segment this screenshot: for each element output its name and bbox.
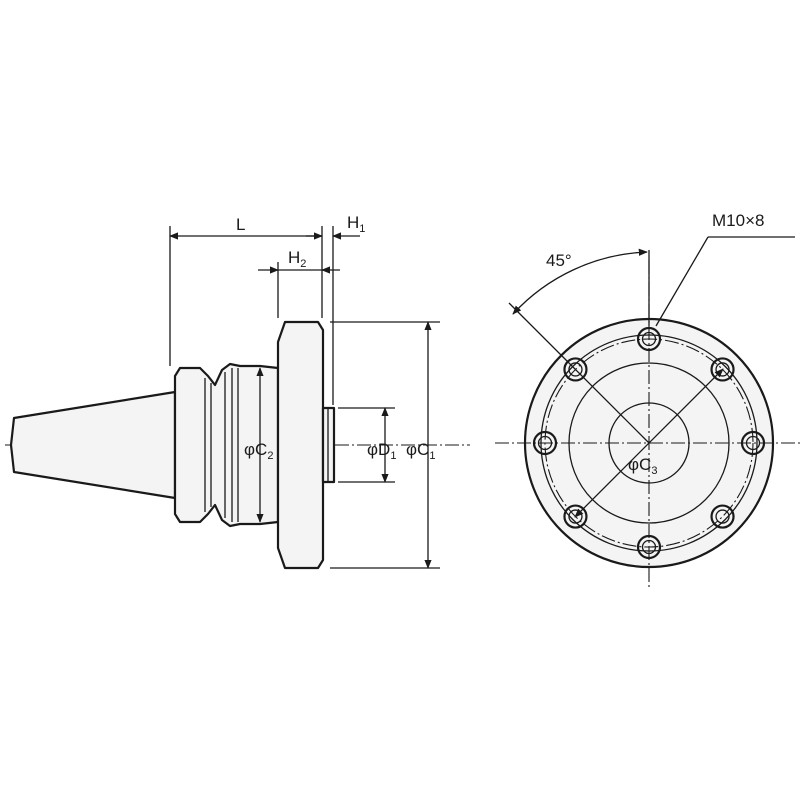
front-view: 45° M10×8 φC3 [495,211,800,590]
angle-ext-line-45 [508,302,650,444]
label-D1: φD1 [367,440,396,462]
bolt-hole [636,326,662,352]
label-C1: φC1 [406,440,435,462]
bolt-hole-inner [641,539,657,555]
label-angle: 45° [546,251,572,270]
taper-shank [9,390,177,500]
bolt-hole [532,430,558,456]
side-view: L H1 H2 φC2 φD1 φC1 [5,213,470,570]
bolt-hole [636,534,662,560]
thread-leader [655,236,709,327]
label-L: L [236,215,245,234]
label-H2: H2 [288,248,306,270]
bolt-hole-inner [537,435,553,451]
label-C3: φC3 [628,455,657,477]
label-thread: M10×8 [712,211,764,230]
bolt-hole-inner [641,331,657,347]
bolt-hole [740,430,766,456]
angle-arc [512,248,648,315]
flange [276,320,325,570]
label-C2: φC2 [244,440,273,462]
label-H1: H1 [347,213,365,235]
bolt-hole-inner [745,435,761,451]
